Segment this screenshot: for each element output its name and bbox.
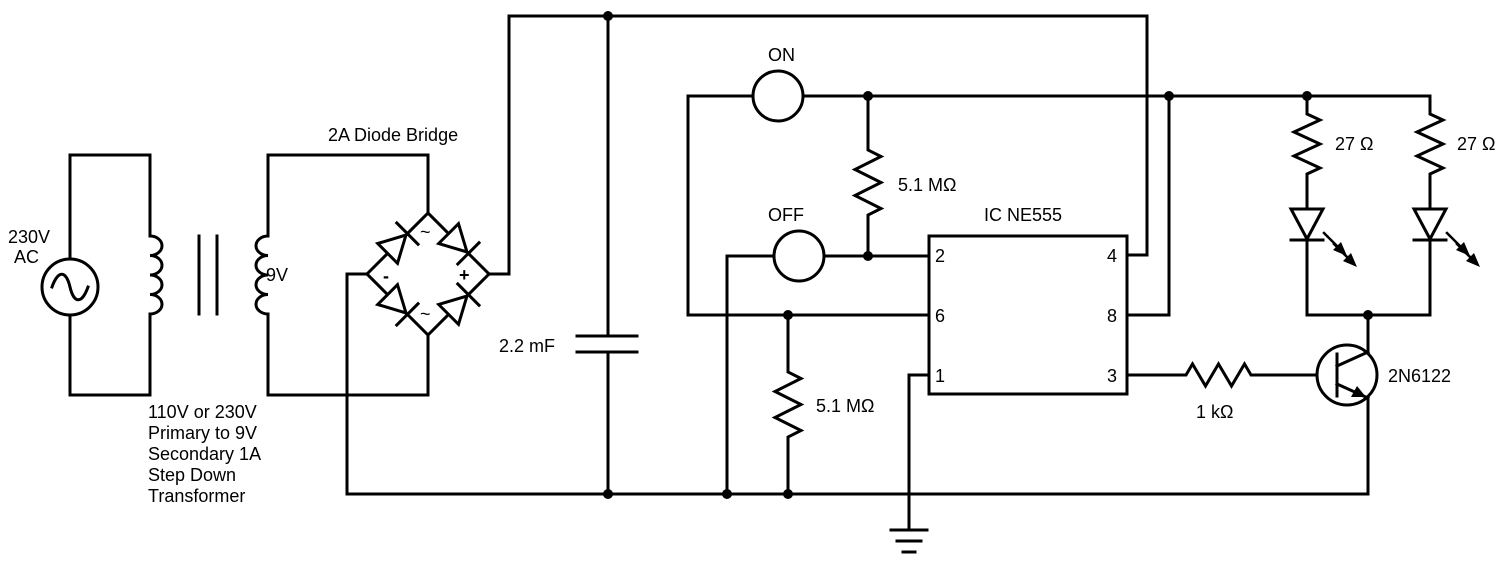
ac-type-label: AC [14,247,39,267]
ic-pin-3: 3 [1107,366,1117,386]
bridge-ac-mark-bottom: ~ [420,304,431,324]
ic-pin-2: 2 [935,246,945,266]
resistor-base: 1 kΩ [1178,361,1258,422]
led-2 [1411,207,1480,267]
resistor-top: 5.1 MΩ [851,142,956,224]
ic-label: IC NE555 [984,205,1062,225]
transformer-desc-line: Step Down [148,465,236,485]
ic-pin-8: 8 [1107,306,1117,326]
led-1 [1288,207,1357,267]
resistor-zigzag [1178,361,1258,389]
primary-coil [148,234,164,316]
resistor-top-label: 5.1 MΩ [898,175,956,195]
primary-bottom-wire [68,312,152,397]
bridge-minus-mark: - [383,266,389,286]
ac-source: 230V AC [8,227,100,317]
ic-ne555: IC NE555 2 6 1 4 8 3 [927,205,1129,396]
resistor-led2-label: 27 Ω [1457,134,1495,154]
resistor-zigzag [771,363,805,447]
positive-rail-wire [487,14,1149,276]
resistor-led1: 27 Ω [1290,106,1373,182]
switch-on: ON [751,45,805,123]
junction-dots [603,11,1373,499]
led-triangle [1288,207,1326,243]
transformer-desc-line: Primary to 9V [148,423,257,443]
bridge-plus-mark: + [459,265,470,285]
on-switch-left-wire [686,94,931,317]
capacitor-label: 2.2 mF [499,336,555,356]
sine-wave-icon [50,272,90,302]
transistor-2n6122: 2N6122 [1315,343,1451,407]
bridge-label: 2A Diode Bridge [328,125,458,145]
ic-pin-1: 1 [935,366,945,386]
ground-rail-wire [345,272,1370,496]
secondary-coil [254,234,270,316]
diode-bridge: 2A Diode Bridge ~ ~ [328,125,492,338]
resistor-zigzag [1290,106,1324,182]
resistor-led2: 27 Ω [1413,106,1495,182]
junction-dot [603,11,613,21]
resistor-base-label: 1 kΩ [1196,402,1233,422]
transistor-collector [1335,350,1370,368]
ic-pin-4: 4 [1107,246,1117,266]
junction-dot [722,489,732,499]
junction-dot [863,91,873,101]
transformer: 9V 110V or 230V Primary to 9V Secondary … [148,234,288,506]
resistor-bottom-label: 5.1 MΩ [816,396,874,416]
on-switch-circle [751,69,805,123]
transistor-circle [1315,343,1379,407]
off-switch-circle [772,229,826,283]
ic-pin-6: 6 [935,306,945,326]
diode-lower-left [364,271,431,338]
junction-dot [783,310,793,320]
switch-off: OFF [768,205,826,283]
resistor-zigzag [851,142,885,224]
resistor-bottom: 5.1 MΩ [771,363,874,447]
on-switch-label: ON [768,45,795,65]
ic-body [927,234,1129,396]
light-arrows-icon [1445,231,1480,267]
diode-upper-right [425,210,492,277]
light-arrows-icon [1322,231,1357,267]
resistor-led1-label: 27 Ω [1335,134,1373,154]
transformer-desc-line: Transformer [148,486,245,506]
transistor-label: 2N6122 [1388,366,1451,386]
transformer-desc-line: 110V or 230V [148,402,257,422]
junction-dot [1164,91,1174,101]
junction-dot [603,489,613,499]
diode-upper-left [364,210,431,277]
junction-dot [783,489,793,499]
secondary-top-wire [266,153,430,238]
diode-lower-right [425,271,492,338]
ground-icon [889,528,929,554]
emitter-arrow-icon [1351,386,1366,397]
junction-dot [1302,91,1312,101]
transformer-desc-line: Secondary 1A [148,444,261,464]
junction-dot [1363,310,1373,320]
off-switch-label: OFF [768,205,804,225]
junction-dot [863,251,873,261]
led-triangle [1411,207,1449,243]
off-switch-left-wire [725,254,777,496]
ac-voltage-label: 230V [8,227,50,247]
pin1-ground-wire [907,373,931,532]
secondary-voltage-label: 9V [266,265,288,285]
wires [68,14,1432,532]
led-collector-loop [1305,238,1432,317]
bridge-ac-mark-top: ~ [420,222,431,242]
primary-top-wire [68,153,152,260]
pin8-wire [1125,94,1171,317]
capacitor: 2.2 mF [499,334,639,356]
resistor-zigzag [1413,106,1447,182]
